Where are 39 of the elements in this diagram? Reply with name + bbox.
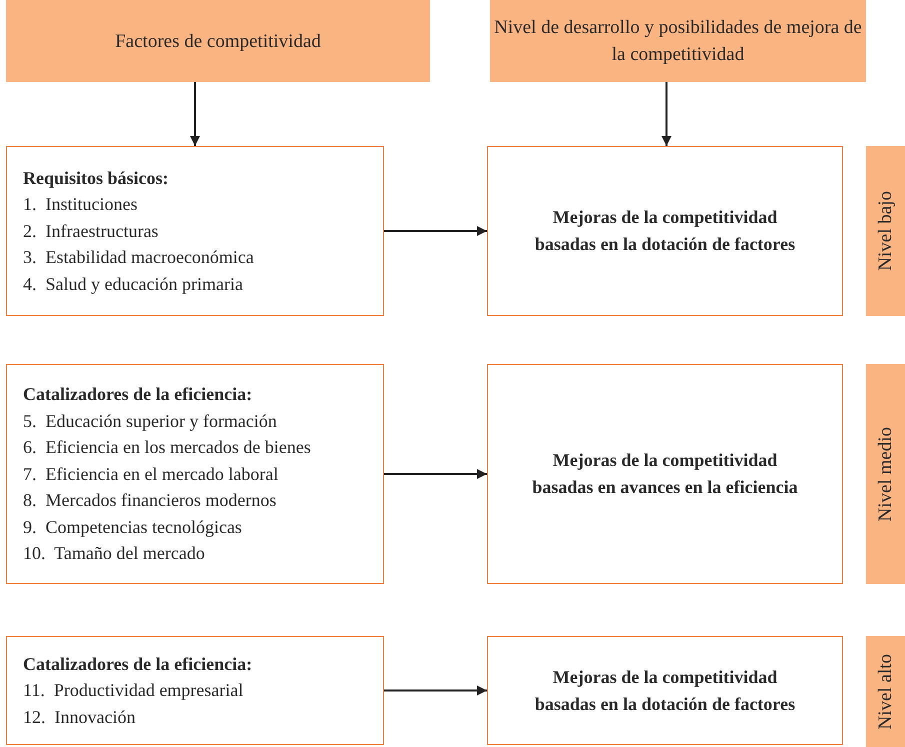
- list-item: 3. Estabilidad macroeconómica: [23, 246, 255, 270]
- level-band: [866, 146, 905, 316]
- level-band: [866, 364, 905, 584]
- level-label: Nivel alto: [874, 654, 896, 730]
- header-text: Nivel de desarrollo y posibilidades de mejora de la competitividad: [493, 16, 863, 67]
- result-text: Mejoras de la competitividad basadas en la dotación de factores: [534, 206, 796, 256]
- list-item: 10. Tamaño del mercado: [23, 542, 206, 566]
- list-item: 8. Mercados financieros modernos: [23, 489, 278, 512]
- arrow: [384, 226, 487, 236]
- result-box: [487, 364, 843, 584]
- result-box: [487, 636, 843, 745]
- arrow: [384, 469, 487, 479]
- list-heading: Catalizadores de la eficiencia:: [23, 652, 254, 676]
- list-item: 11. Productividad empresarial: [23, 679, 244, 702]
- factor-list-box: [6, 636, 384, 745]
- header-box: [6, 0, 430, 82]
- list-heading: Requisitos básicos:: [23, 166, 170, 190]
- list-item: 7. Eficiencia en el mercado laboral: [23, 462, 280, 486]
- list-heading: Catalizadores de la eficiencia:: [23, 382, 254, 406]
- list-item: 5. Educación superior y formación: [23, 410, 278, 433]
- level-label: Nivel medio: [874, 426, 896, 522]
- arrow: [190, 82, 200, 146]
- arrow: [662, 82, 672, 146]
- factor-list-box: [6, 364, 384, 584]
- list-item: 6. Eficiencia en los mercados de bienes: [23, 436, 312, 460]
- list-item: 1. Instituciones: [23, 193, 138, 216]
- arrow: [384, 686, 487, 696]
- header-box: [490, 0, 866, 82]
- list-item: 12. Innovación: [23, 706, 136, 729]
- factor-list-box: [6, 146, 384, 316]
- result-box: [487, 146, 843, 316]
- header-text: Factores de competitividad: [115, 30, 321, 54]
- result-text: Mejoras de la competitividad basadas en la dotación de factores: [534, 666, 796, 716]
- list-item: 4. Salud y educación primaria: [23, 272, 244, 296]
- result-text: Mejoras de la competitividad basadas en avances en la eficiencia: [531, 449, 799, 499]
- list-item: 9. Competencias tecnológicas: [23, 516, 243, 539]
- level-label: Nivel bajo: [874, 191, 896, 271]
- list-item: 2. Infraestructuras: [23, 220, 160, 243]
- level-band: [866, 636, 905, 747]
